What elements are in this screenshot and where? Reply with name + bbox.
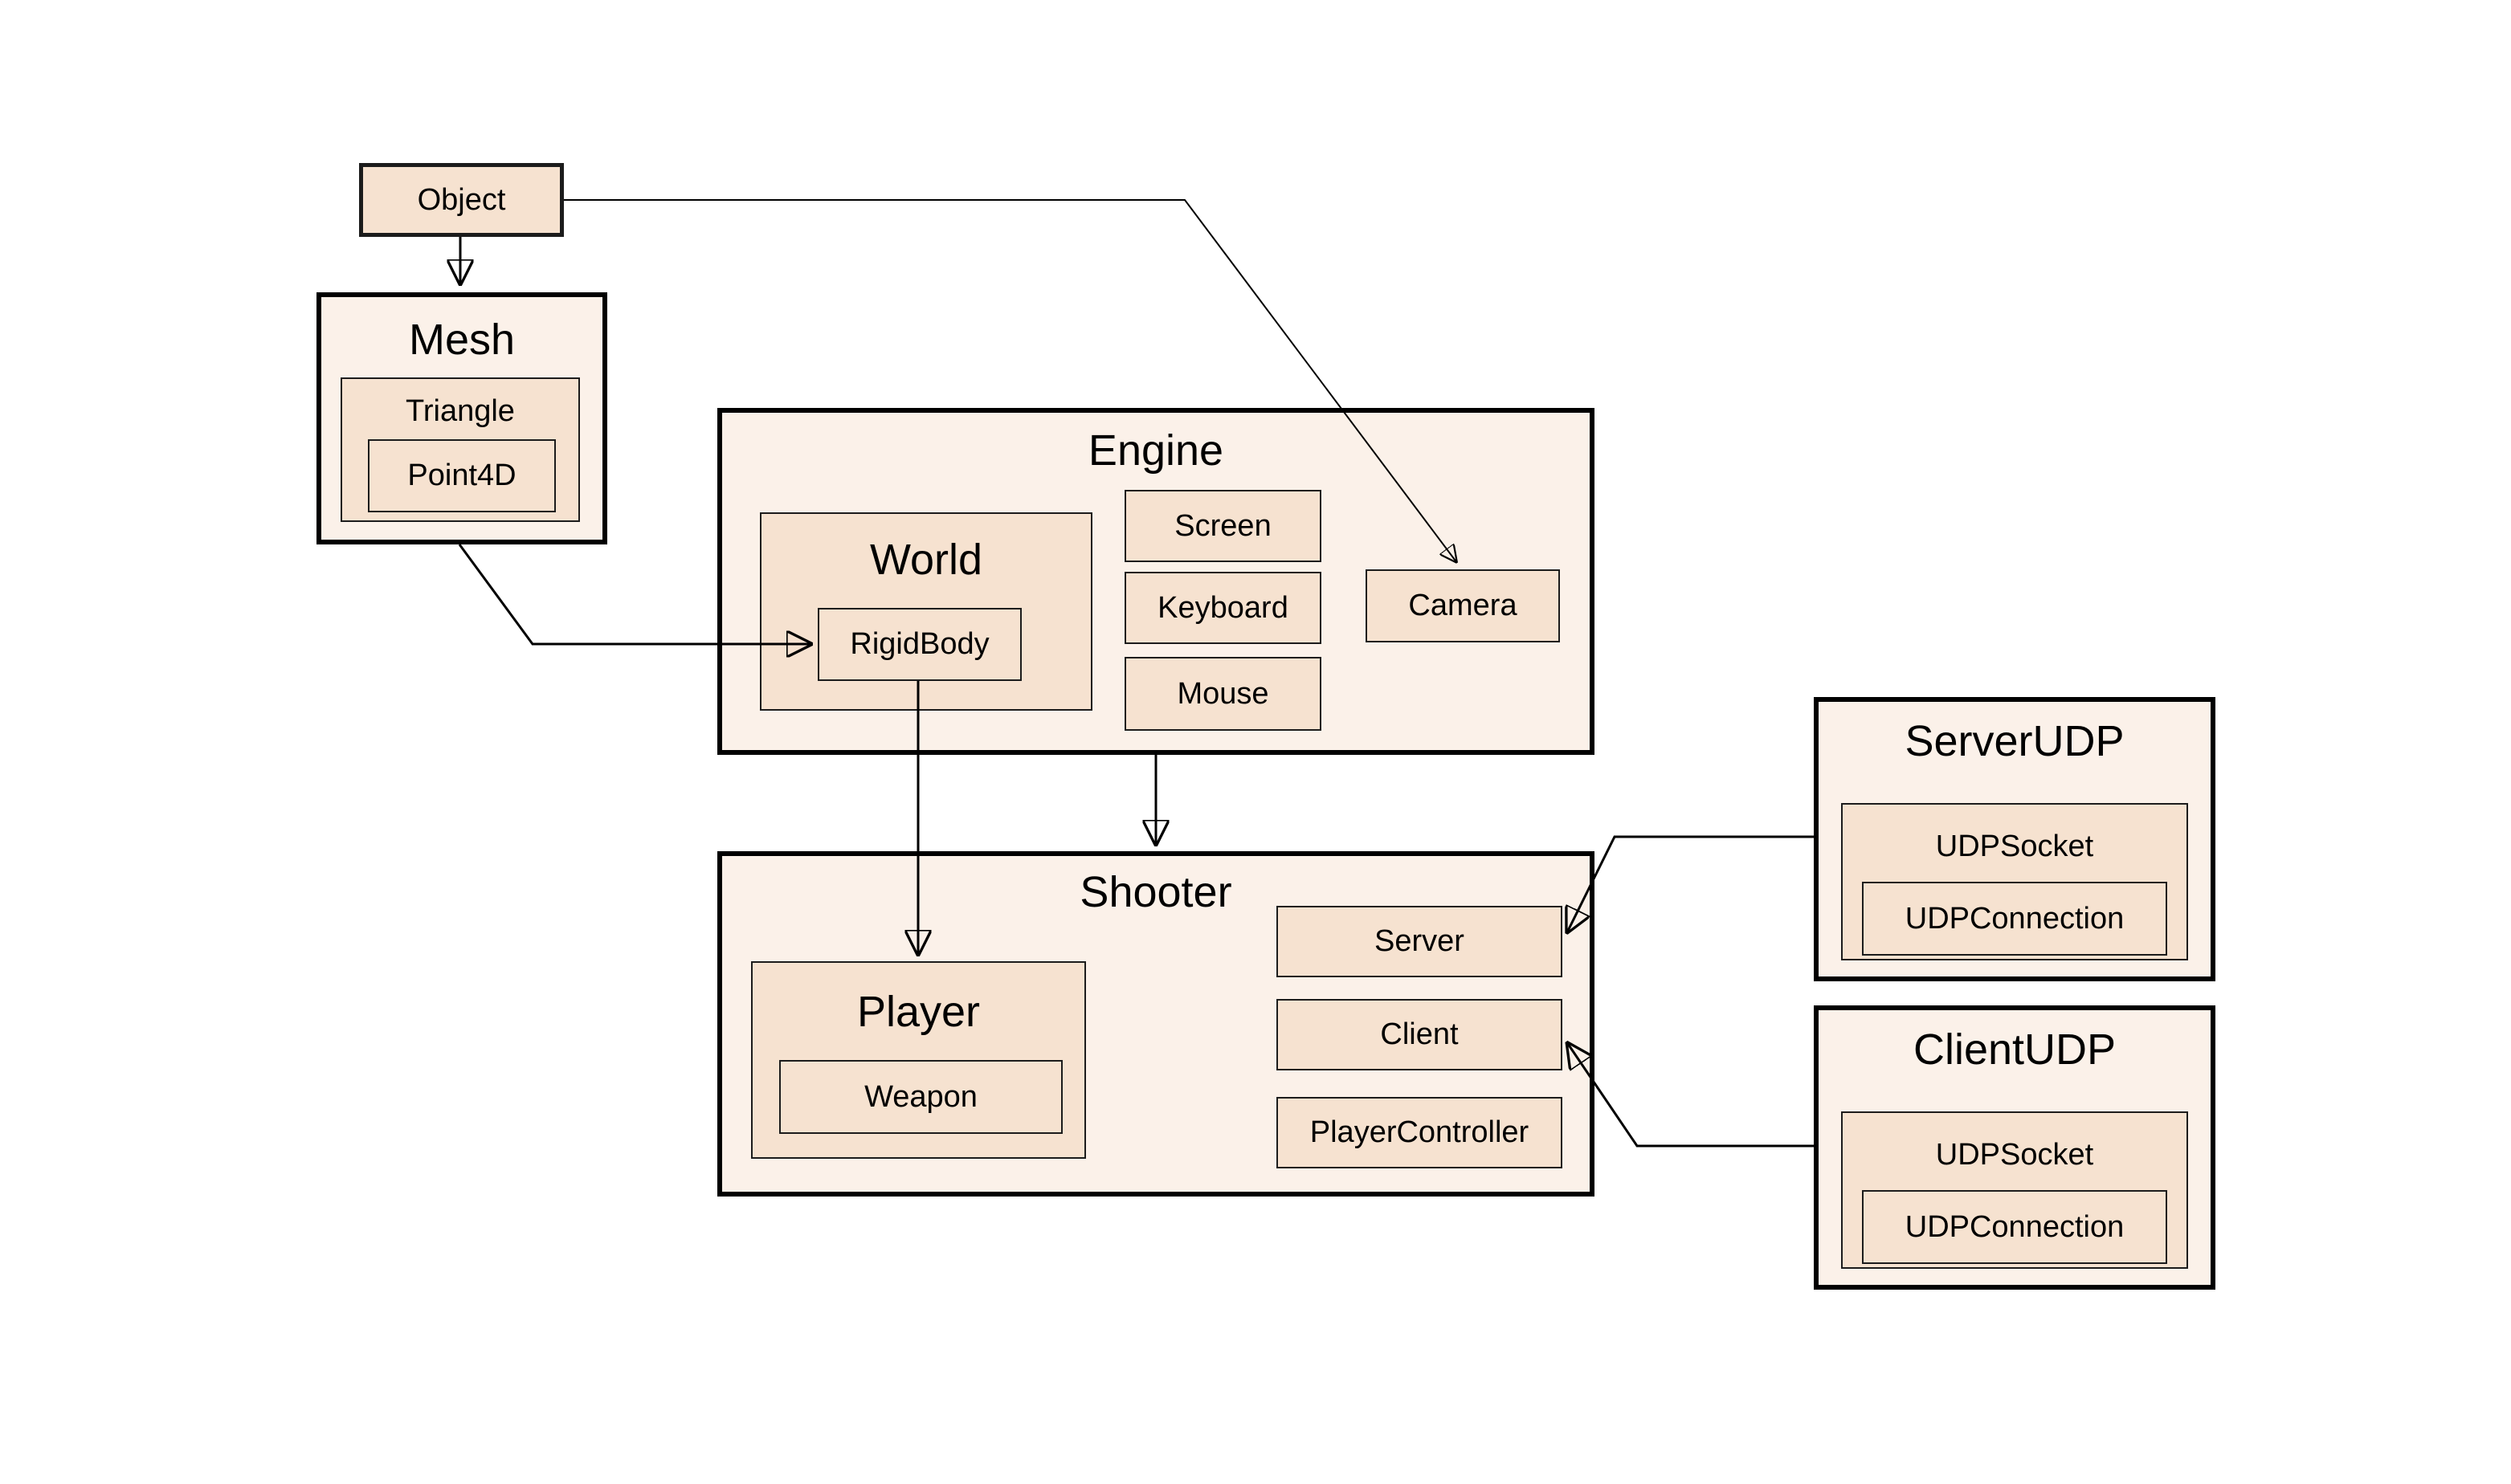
node-playercontroller-label: PlayerController [1309,1115,1529,1149]
node-udpconnection-client-label: UDPConnection [1905,1209,2125,1244]
node-triangle-label: Triangle [406,394,515,428]
node-clientudp-label: ClientUDP [1913,1025,2117,1074]
node-keyboard-label: Keyboard [1158,590,1288,625]
node-weapon: Weapon [779,1060,1063,1134]
node-udpconnection-server: UDPConnection [1862,882,2167,956]
node-udpconnection-client: UDPConnection [1862,1190,2167,1264]
node-udpconnection-server-label: UDPConnection [1905,901,2125,936]
node-weapon-label: Weapon [864,1079,978,1114]
node-point4d: Point4D [368,439,556,512]
node-client-label: Client [1380,1017,1459,1051]
node-rigidbody: RigidBody [818,608,1022,681]
node-camera: Camera [1366,569,1560,642]
node-server: Server [1276,906,1562,977]
node-playercontroller: PlayerController [1276,1097,1562,1168]
edge-serverudp-to-server [1566,835,1814,934]
node-object-label: Object [417,182,506,217]
node-world-label: World [869,536,983,584]
node-serverudp-label: ServerUDP [1905,717,2125,765]
node-shooter-label: Shooter [1080,868,1232,916]
node-camera-label: Camera [1408,589,1517,622]
node-screen: Screen [1125,490,1321,562]
node-point4d-label: Point4D [407,459,516,492]
node-keyboard: Keyboard [1125,572,1321,644]
node-object: Object [359,163,564,237]
node-mesh-label: Mesh [408,316,516,364]
node-client: Client [1276,999,1562,1070]
node-udpsocket-server-label: UDPSocket [1935,830,2094,863]
node-engine-label: Engine [1088,426,1224,475]
node-player-label: Player [856,988,981,1036]
node-udpsocket-client-label: UDPSocket [1935,1138,2094,1172]
node-mouse: Mouse [1125,657,1321,731]
node-screen-label: Screen [1174,508,1272,543]
node-mouse-label: Mouse [1177,676,1269,711]
node-rigidbody-label: RigidBody [850,627,990,661]
edge-clientudp-to-client [1566,1042,1814,1148]
node-server-label: Server [1374,924,1464,958]
